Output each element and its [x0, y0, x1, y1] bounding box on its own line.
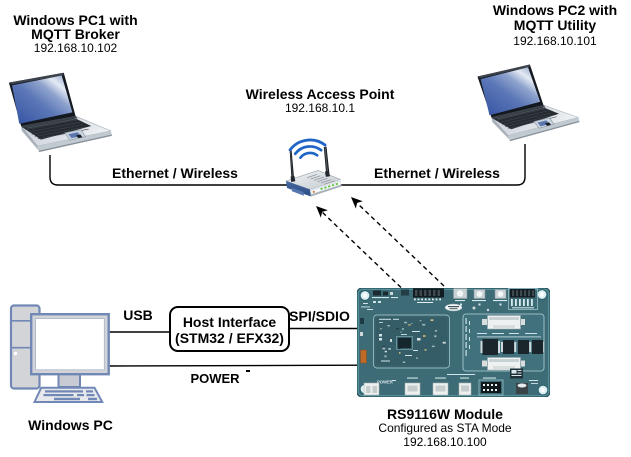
svg-text:POWER: POWER	[377, 380, 393, 385]
